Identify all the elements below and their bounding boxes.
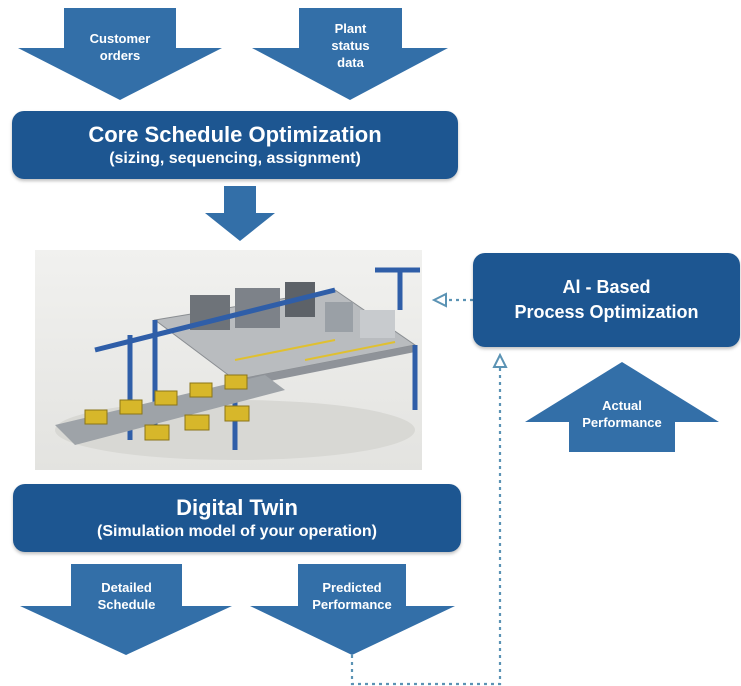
factory-icon [55,267,420,460]
core-to-twin-arrow [205,186,275,241]
plant-status-arrow [252,8,448,100]
ai-optimization-box: Al - Based Process Optimization [473,253,740,347]
plant-status-label: Plant status data [331,21,370,70]
actual-performance-arrow [525,362,719,452]
customer-orders-arrow [18,8,222,100]
predicted-performance-arrow [250,564,455,655]
customer-orders-label: Customer orders [89,31,151,63]
core-schedule-subtitle: (sizing, sequencing, assignment) [109,149,361,167]
factory-image [35,250,422,470]
ai-to-twin-arrowhead [431,292,447,308]
digital-twin-box: Digital Twin (Simulation model of your o… [13,484,461,552]
predicted-performance-label: Predicted Performance [312,580,392,612]
detailed-schedule-label: Detailed Schedule [97,580,156,612]
core-schedule-box: Core Schedule Optimization (sizing, sequ… [12,111,458,179]
detailed-schedule-arrow [20,564,232,655]
ai-optimization-line1: Al - Based [562,277,651,297]
core-schedule-title: Core Schedule Optimization [88,121,382,147]
digital-twin-subtitle: (Simulation model of your operation) [97,522,377,540]
actual-performance-label: Actual Performance [582,398,662,430]
ai-optimization-line2: Process Optimization [514,302,699,322]
digital-twin-title: Digital Twin [176,494,298,520]
feedback-loop-line [350,364,502,686]
feedback-loop-arrowhead [492,352,508,368]
